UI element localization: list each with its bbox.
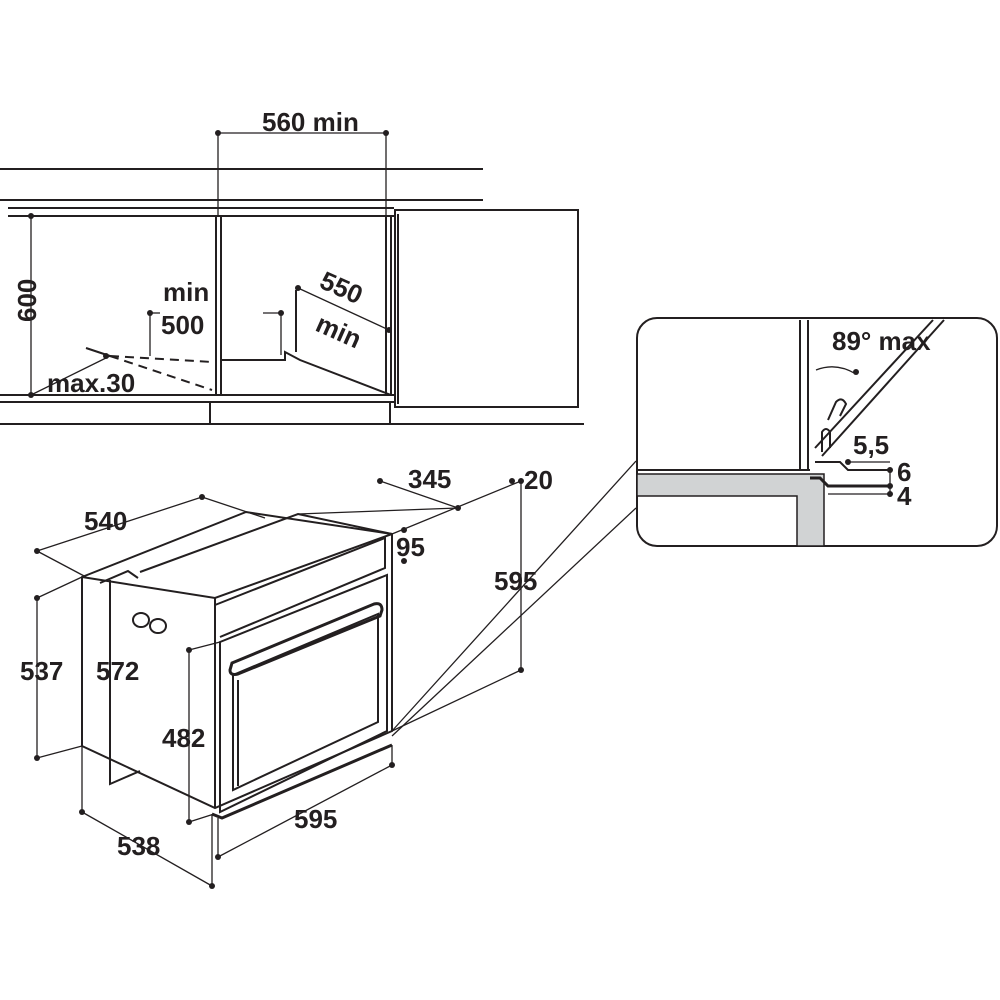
dim-95-dot-b [401,558,407,564]
dim-540-ext-b [201,496,266,519]
dim-550-dot-a [295,285,301,291]
dim-20-line [391,480,522,535]
label-20: 20 [524,465,553,495]
dim-600-dot-top [28,213,34,219]
oven-top-edge [81,533,393,600]
label-500-min-word: min [163,277,209,307]
dim-595w-dot-a [215,854,221,860]
label-537: 537 [20,656,63,686]
hinge-detail-view: 89° max 5,5 6 4 [636,317,998,547]
oven-isometric-view: 540 345 20 95 595 537 572 [20,460,637,889]
dim-345-leader [297,507,459,515]
adjacent-cabinet-door [394,209,579,408]
oven-base-edge [810,476,890,488]
dim-482-ext-bottom [188,813,215,823]
label-600: 600 [12,279,42,322]
dim-537-ext-bottom [36,745,83,759]
label-max30: max.30 [47,368,135,398]
cabinet-niche-view: 560 min 600 min 500 550 min max.30 [0,107,584,425]
niche-shelf [221,350,392,396]
angle-arc [815,366,857,375]
detail-leader-lower [391,507,637,737]
dim-max30-leader [30,355,111,396]
label-5-5: 5,5 [853,430,889,460]
label-595-height: 595 [494,566,537,596]
label-89-max: 89° max [832,326,931,356]
label-572: 572 [96,656,139,686]
dim-540-ext [36,550,87,578]
oven-side-panel [109,580,141,786]
label-595-width: 595 [294,804,337,834]
door-handle [228,602,384,676]
label-550: 550 [316,265,368,310]
dim-540-line [36,496,203,552]
dim-482-ext-top [188,641,221,651]
door-open-edge-2 [821,319,945,457]
label-560-min: 560 min [262,107,359,137]
worktop-section [636,473,825,547]
dim-max30-dot [103,353,109,359]
label-345: 345 [408,464,451,494]
dim-55-dot [845,459,851,465]
angle-dot [853,369,859,375]
label-540: 540 [84,506,127,536]
dim-595w-dot-b [389,762,395,768]
dim-538-dot [209,883,215,889]
dim-595w-line [217,764,393,858]
dim-4-dot-top [887,483,893,489]
dim-345-ext [379,480,459,509]
label-482: 482 [162,723,205,753]
oven-base-strip [211,743,393,820]
control-panel [214,536,386,638]
dim-538-line [81,811,213,887]
side-vent-1 [132,612,150,628]
door-open-edge-1 [814,319,934,449]
vent-dashed-line-1 [109,355,213,363]
dim-500-dot [147,310,153,316]
dim-550-line [297,287,390,331]
side-vent-2 [149,618,167,634]
oven-side-notch [99,569,139,584]
detail-leader-upper [391,460,637,732]
label-538: 538 [117,831,160,861]
dim-560-dot-right [383,130,389,136]
dim-560-dot-left [215,130,221,136]
dim-95-dot-a [401,527,407,533]
oven-door [219,573,388,814]
oven-top-rear [139,512,393,573]
label-95: 95 [396,532,425,562]
label-6: 6 [897,457,911,487]
dim-550-dot-b [386,327,392,333]
label-500: 500 [161,310,204,340]
oven-frame-edge [815,461,890,471]
dim-595h-ext [391,669,522,732]
vent-dashed-line-2 [109,355,213,391]
label-4: 4 [897,481,912,511]
dim-537-ext-top [36,576,83,599]
dim-6-dot [887,467,893,473]
door-glass [232,612,379,792]
dim-20-dot-a [509,478,515,484]
hinge-body [827,398,848,421]
dim-345-dot [377,478,383,484]
hinge-arm [821,428,831,452]
